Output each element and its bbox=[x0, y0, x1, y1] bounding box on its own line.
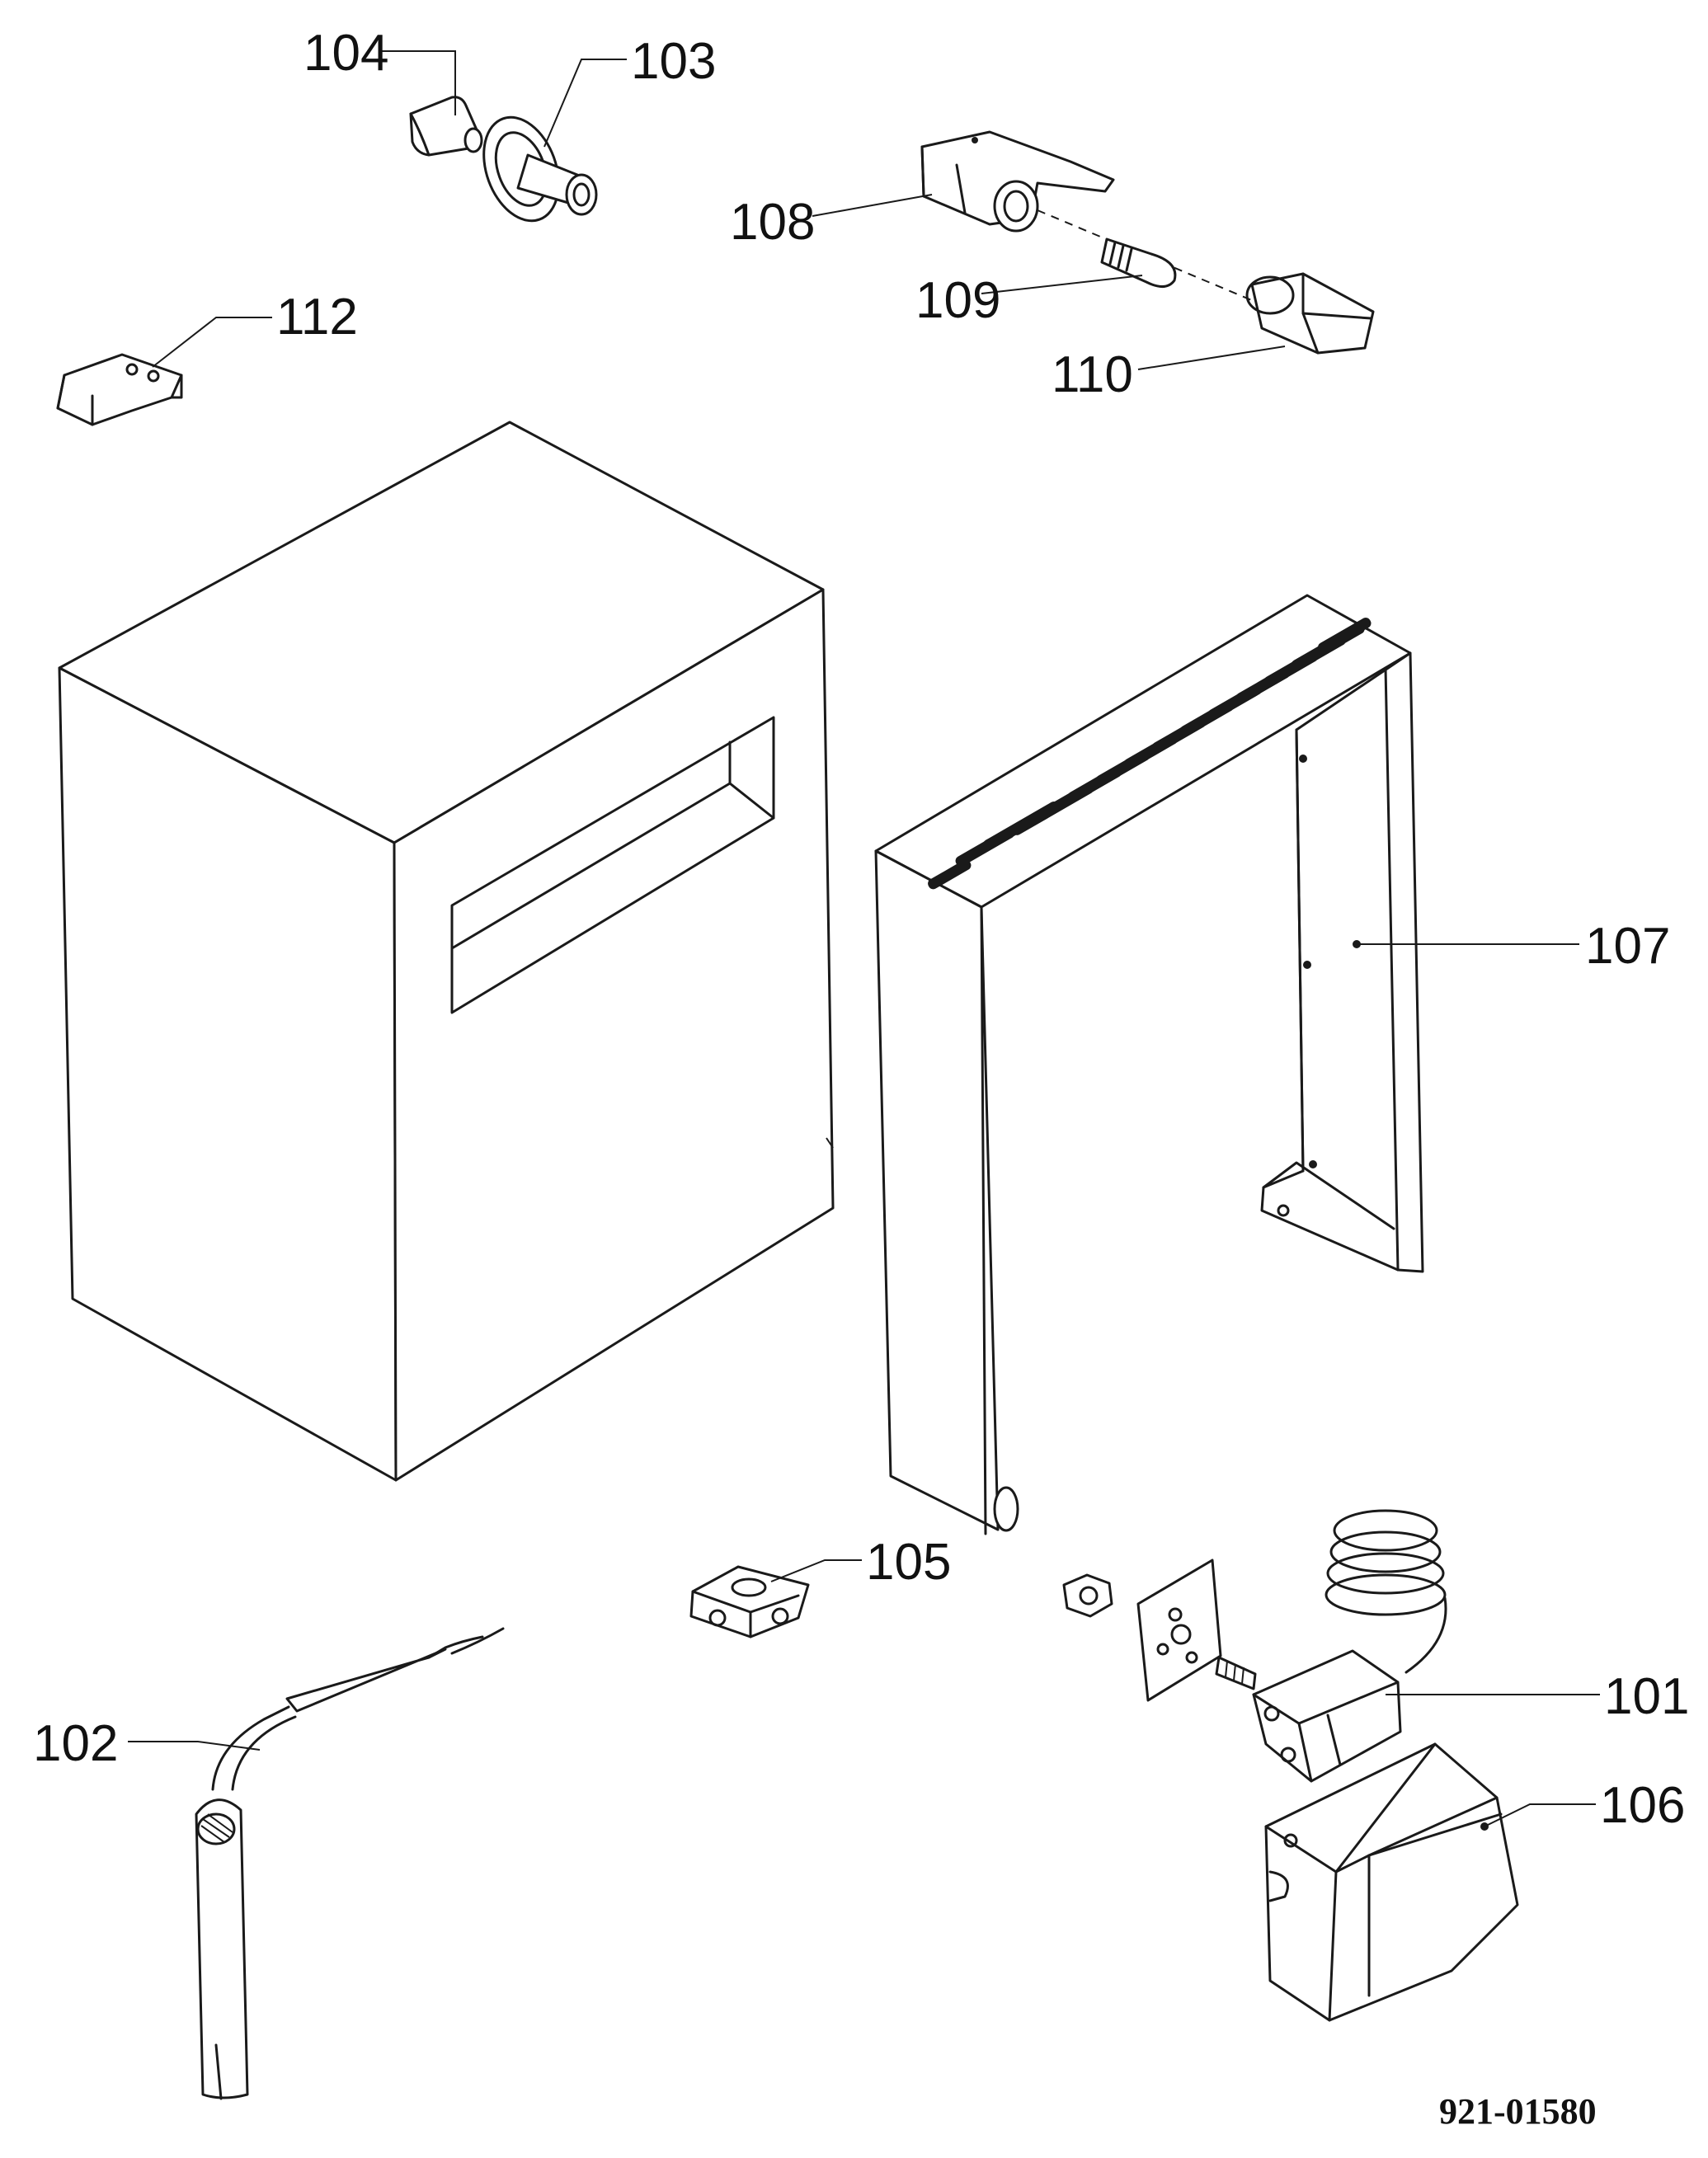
grille-slots bbox=[928, 617, 1372, 890]
label-101: 101 bbox=[1604, 1668, 1689, 1725]
leader-108 bbox=[812, 194, 933, 217]
part-108-valve[interactable] bbox=[920, 130, 1115, 233]
leader-110 bbox=[1137, 346, 1286, 370]
part-102-lead[interactable] bbox=[195, 1627, 505, 2100]
label-106: 106 bbox=[1600, 1777, 1685, 1834]
part-104-pin[interactable] bbox=[409, 96, 483, 157]
hex-nut[interactable] bbox=[1062, 1573, 1113, 1618]
part-105-clamp[interactable] bbox=[689, 1565, 810, 1638]
part-101-thermostat[interactable] bbox=[1215, 1509, 1447, 1783]
part-106-cover[interactable] bbox=[1264, 1742, 1519, 2022]
leader-103 bbox=[543, 59, 627, 148]
label-102: 102 bbox=[33, 1715, 118, 1772]
part-107-frame[interactable] bbox=[874, 594, 1424, 1535]
drawing-code: 921-01580 bbox=[1439, 2091, 1597, 2132]
assembly-line bbox=[1037, 209, 1254, 302]
gasket-plate[interactable] bbox=[1136, 1559, 1222, 1702]
label-105: 105 bbox=[866, 1534, 951, 1591]
part-110-cap[interactable] bbox=[1245, 272, 1375, 355]
leader-106 bbox=[1484, 1803, 1596, 1827]
label-103: 103 bbox=[631, 33, 716, 90]
label-107: 107 bbox=[1585, 918, 1670, 975]
label-108: 108 bbox=[730, 194, 815, 251]
leader-105 bbox=[770, 1559, 862, 1582]
label-112: 112 bbox=[276, 289, 358, 346]
label-109: 109 bbox=[915, 272, 1000, 329]
leader-104 bbox=[379, 50, 456, 115]
part-109-tip[interactable] bbox=[1100, 237, 1177, 288]
leader-102 bbox=[128, 1741, 261, 1751]
leader-109 bbox=[981, 275, 1143, 294]
cabinet-box[interactable] bbox=[58, 421, 835, 1482]
part-112-clip[interactable] bbox=[56, 353, 183, 426]
label-104: 104 bbox=[303, 25, 388, 82]
label-110: 110 bbox=[1052, 346, 1133, 403]
part-103-knob[interactable] bbox=[470, 107, 598, 232]
leader-112 bbox=[152, 317, 272, 368]
